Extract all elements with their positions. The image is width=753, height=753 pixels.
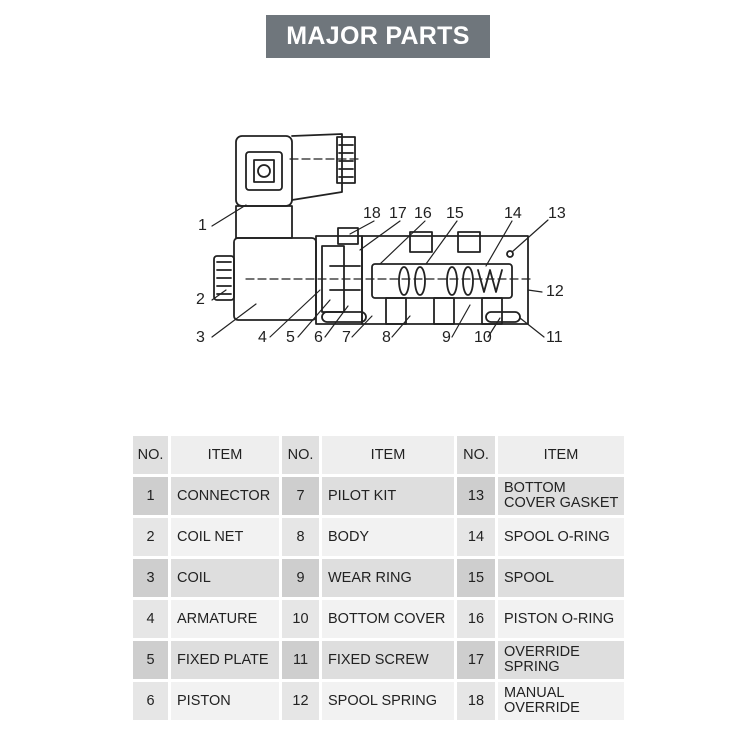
part-name: OVERRIDE SPRING bbox=[495, 638, 627, 682]
header-item: ITEM bbox=[319, 433, 457, 477]
part-name: PISTON O-RING bbox=[495, 597, 627, 641]
part-number: 2 bbox=[130, 515, 171, 559]
callout-9: 9 bbox=[442, 329, 451, 346]
part-number: 1 bbox=[130, 474, 171, 518]
callout-7: 7 bbox=[342, 329, 351, 346]
part-name: SPOOL SPRING bbox=[319, 679, 457, 723]
callout-12: 12 bbox=[546, 283, 564, 300]
callout-13: 13 bbox=[548, 205, 566, 222]
header-item: ITEM bbox=[168, 433, 282, 477]
part-name: PISTON bbox=[168, 679, 282, 723]
callout-5: 5 bbox=[286, 329, 295, 346]
table-row: 5 FIXED PLATE 11 FIXED SCREW 17 OVERRIDE… bbox=[130, 638, 627, 682]
part-number: 16 bbox=[454, 597, 498, 641]
part-name: BOTTOM COVER GASKET bbox=[495, 474, 627, 518]
valve-body bbox=[361, 231, 529, 325]
callout-2: 2 bbox=[196, 291, 205, 308]
part-number: 13 bbox=[454, 474, 498, 518]
connector-housing bbox=[235, 133, 356, 207]
coil-body bbox=[213, 205, 317, 321]
callout-10: 10 bbox=[474, 329, 492, 346]
callout-labels: 1 2 3 4 5 6 7 8 9 10 11 12 13 14 15 16 1… bbox=[196, 205, 566, 346]
callout-6: 6 bbox=[314, 329, 323, 346]
part-name: PILOT KIT bbox=[319, 474, 457, 518]
part-number: 17 bbox=[454, 638, 498, 682]
table-row: 1 CONNECTOR 7 PILOT KIT 13 BOTTOM COVER … bbox=[130, 474, 627, 518]
page-title: MAJOR PARTS bbox=[286, 22, 470, 50]
callout-8: 8 bbox=[382, 329, 391, 346]
header-item: ITEM bbox=[495, 433, 627, 477]
callout-17: 17 bbox=[389, 205, 407, 222]
title-banner: MAJOR PARTS bbox=[266, 15, 490, 58]
table-header-row: NO. ITEM NO. ITEM NO. ITEM bbox=[130, 433, 627, 477]
part-name: FIXED PLATE bbox=[168, 638, 282, 682]
part-name: ARMATURE bbox=[168, 597, 282, 641]
table-row: 6 PISTON 12 SPOOL SPRING 18 MANUAL OVERR… bbox=[130, 679, 627, 723]
part-number: 12 bbox=[279, 679, 322, 723]
callout-1: 1 bbox=[198, 217, 207, 234]
part-name: BODY bbox=[319, 515, 457, 559]
table-row: 2 COIL NET 8 BODY 14 SPOOL O-RING bbox=[130, 515, 627, 559]
part-number: 9 bbox=[279, 556, 322, 600]
part-name: COIL bbox=[168, 556, 282, 600]
part-number: 11 bbox=[279, 638, 322, 682]
leader-lines bbox=[211, 204, 549, 338]
callout-18: 18 bbox=[363, 205, 381, 222]
callout-11: 11 bbox=[546, 329, 563, 346]
part-name: WEAR RING bbox=[319, 556, 457, 600]
header-no: NO. bbox=[279, 433, 322, 477]
part-number: 14 bbox=[454, 515, 498, 559]
callout-14: 14 bbox=[504, 205, 522, 222]
callout-3: 3 bbox=[196, 329, 205, 346]
part-name: COIL NET bbox=[168, 515, 282, 559]
part-name: FIXED SCREW bbox=[319, 638, 457, 682]
part-number: 15 bbox=[454, 556, 498, 600]
parts-table: NO. ITEM NO. ITEM NO. ITEM 1 CONNECTOR 7… bbox=[130, 433, 627, 723]
table-row: 3 COIL 9 WEAR RING 15 SPOOL bbox=[130, 556, 627, 600]
part-number: 18 bbox=[454, 679, 498, 723]
callout-15: 15 bbox=[446, 205, 464, 222]
part-number: 3 bbox=[130, 556, 171, 600]
part-name: BOTTOM COVER bbox=[319, 597, 457, 641]
header-no: NO. bbox=[454, 433, 498, 477]
part-number: 6 bbox=[130, 679, 171, 723]
part-number: 7 bbox=[279, 474, 322, 518]
part-number: 4 bbox=[130, 597, 171, 641]
part-name: CONNECTOR bbox=[168, 474, 282, 518]
pilot-section bbox=[315, 227, 367, 325]
table-row: 4 ARMATURE 10 BOTTOM COVER 16 PISTON O-R… bbox=[130, 597, 627, 641]
part-name: SPOOL O-RING bbox=[495, 515, 627, 559]
part-number: 8 bbox=[279, 515, 322, 559]
part-name: SPOOL bbox=[495, 556, 627, 600]
header-no: NO. bbox=[130, 433, 171, 477]
part-number: 5 bbox=[130, 638, 171, 682]
callout-16: 16 bbox=[414, 205, 432, 222]
part-name: MANUAL OVERRIDE bbox=[495, 679, 627, 723]
callout-4: 4 bbox=[258, 329, 267, 346]
valve-cross-section-diagram: 1 2 3 4 5 6 7 8 9 10 11 12 13 14 15 16 1… bbox=[196, 133, 566, 346]
part-number: 10 bbox=[279, 597, 322, 641]
